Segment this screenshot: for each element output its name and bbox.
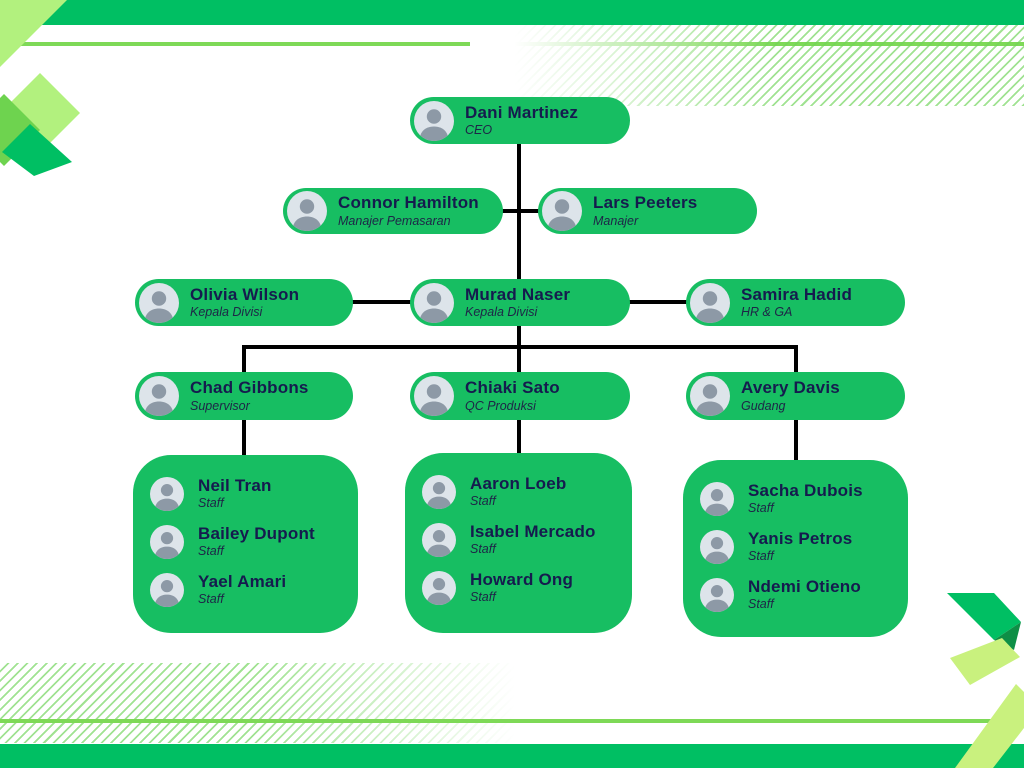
person-name: Yanis Petros <box>748 529 853 549</box>
avatar-photo <box>700 577 734 612</box>
person-role: Staff <box>198 544 224 559</box>
staff-member: Yanis Petros Staff <box>700 529 908 564</box>
connector-division-left <box>351 300 414 304</box>
connector-stub-center <box>517 418 521 456</box>
bottom-accent-line <box>0 719 1024 723</box>
person-name: Bailey Dupont <box>198 524 315 544</box>
person-role: Gudang <box>741 398 786 413</box>
avatar-photo <box>700 529 734 564</box>
staff-member: Ndemi Otieno Staff <box>700 577 908 612</box>
connector-division-right <box>627 300 690 304</box>
avatar-photo <box>690 376 730 416</box>
connector-stub-left <box>242 418 246 457</box>
person-role: Supervisor <box>190 398 250 413</box>
person-role: Staff <box>470 494 496 509</box>
person-role: QC Produksi <box>465 398 536 413</box>
org-node-division-3: Samira Hadid HR & GA <box>686 279 905 326</box>
staff-member: Isabel Mercado Staff <box>422 522 632 557</box>
person-name: Dani Martinez <box>465 102 579 122</box>
person-role: Staff <box>748 501 774 516</box>
avatar-photo <box>150 524 184 559</box>
person-role: CEO <box>465 123 493 138</box>
person-name: Ndemi Otieno <box>748 577 861 597</box>
staff-member: Sacha Dubois Staff <box>700 481 908 516</box>
avatar-photo <box>150 476 184 511</box>
person-name: Connor Hamilton <box>338 193 479 213</box>
staff-member: Bailey Dupont Staff <box>150 524 358 559</box>
person-name: Neil Tran <box>198 476 272 495</box>
person-name: Murad Naser <box>465 284 571 304</box>
avatar-photo <box>422 522 456 557</box>
staff-member: Neil Tran Staff <box>150 476 358 511</box>
person-name: Aaron Loeb <box>470 474 567 493</box>
avatar-photo <box>150 572 184 607</box>
staff-member: Aaron Loeb Staff <box>422 474 632 509</box>
org-node-manager-1: Connor Hamilton Manajer Pemasaran <box>283 188 503 234</box>
staff-group-1: Neil Tran Staff Bailey Dupont Staff Yael… <box>133 455 358 633</box>
connector-drop-right <box>794 345 798 374</box>
person-role: Staff <box>198 592 224 607</box>
person-role: Staff <box>748 597 774 612</box>
person-name: Chiaki Sato <box>465 378 560 398</box>
avatar-photo <box>422 570 456 605</box>
bottom-left-hatch-pattern <box>0 663 560 743</box>
person-role: Staff <box>748 549 774 564</box>
connector-stub-right <box>794 418 798 462</box>
person-name: Chad Gibbons <box>190 378 309 398</box>
avatar-photo <box>287 191 327 231</box>
bottom-green-bar <box>0 744 1024 768</box>
connector-tbar <box>242 345 798 349</box>
person-role: Staff <box>198 496 224 511</box>
person-name: Lars Peeters <box>593 193 698 213</box>
person-name: Howard Ong <box>470 570 574 590</box>
person-name: Samira Hadid <box>741 284 853 304</box>
avatar-photo <box>139 376 179 416</box>
org-node-manager-2: Lars Peeters Manajer <box>538 188 757 234</box>
person-role: Kepala Divisi <box>190 305 263 320</box>
avatar-photo <box>690 282 730 323</box>
corner-decoration-top-left <box>0 0 80 176</box>
staff-group-3: Sacha Dubois Staff Yanis Petros Staff Nd… <box>683 460 908 637</box>
person-name: Yael Amari <box>198 572 287 592</box>
top-right-hatch-pattern <box>470 25 1024 106</box>
person-name: Olivia Wilson <box>190 284 300 304</box>
connector-drop-left <box>242 345 246 374</box>
avatar-photo <box>414 282 454 323</box>
corner-decoration-bottom-right <box>947 593 1024 768</box>
avatar-photo <box>542 191 582 231</box>
person-role: Manajer Pemasaran <box>338 213 451 228</box>
person-role: Staff <box>470 542 496 557</box>
avatar-photo <box>414 376 454 416</box>
staff-member: Howard Ong Staff <box>422 570 632 605</box>
org-node-division-2: Murad Naser Kepala Divisi <box>410 279 630 326</box>
org-node-ceo: Dani Martinez CEO <box>410 97 630 144</box>
person-role: Kepala Divisi <box>465 305 538 320</box>
person-name: Avery Davis <box>741 378 840 398</box>
person-role: Staff <box>470 590 496 605</box>
person-role: Manajer <box>593 213 639 228</box>
org-node-division-1: Olivia Wilson Kepala Divisi <box>135 279 353 326</box>
avatar-photo <box>414 100 454 141</box>
staff-member: Yael Amari Staff <box>150 572 358 607</box>
avatar-photo <box>139 282 179 323</box>
person-role: HR & GA <box>741 305 793 320</box>
person-name: Sacha Dubois <box>748 481 863 500</box>
connector-trunk <box>517 144 521 374</box>
top-green-bar <box>0 0 1024 25</box>
staff-group-2: Aaron Loeb Staff Isabel Mercado Staff Ho… <box>405 453 632 633</box>
org-node-supervisor-3: Avery Davis Gudang <box>686 372 905 420</box>
person-name: Isabel Mercado <box>470 522 596 542</box>
avatar-photo <box>700 481 734 516</box>
org-node-supervisor-2: Chiaki Sato QC Produksi <box>410 372 630 420</box>
connector-managers <box>500 209 541 213</box>
avatar-photo <box>422 474 456 509</box>
org-node-supervisor-1: Chad Gibbons Supervisor <box>135 372 353 420</box>
